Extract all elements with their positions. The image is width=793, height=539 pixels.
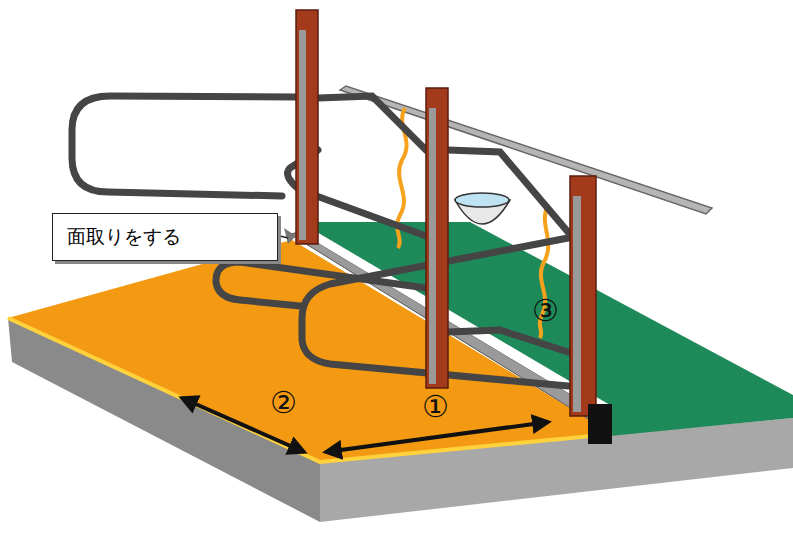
callout-number: ③ [532, 296, 559, 326]
water-surface [455, 193, 509, 207]
callout-number: ② [270, 388, 297, 418]
post-strip [573, 196, 581, 412]
pipe-loop [72, 96, 296, 196]
posts [296, 10, 612, 444]
pipe [448, 150, 568, 232]
dimension-arrow [326, 422, 548, 452]
post [296, 10, 318, 244]
chamfer-mark [284, 228, 296, 244]
leader-line [280, 236, 288, 238]
callout-box: 面取りをする [52, 213, 278, 261]
top-rail [340, 86, 712, 214]
pipe [318, 96, 426, 150]
callout-number: ① [422, 392, 449, 422]
post-strip [429, 108, 436, 384]
callout-text: 面取りをする [67, 224, 181, 250]
post-strip [299, 30, 306, 240]
curb-top [300, 228, 610, 412]
pipe [448, 330, 568, 352]
post [570, 176, 596, 416]
post [426, 88, 448, 388]
post-base [588, 404, 612, 444]
